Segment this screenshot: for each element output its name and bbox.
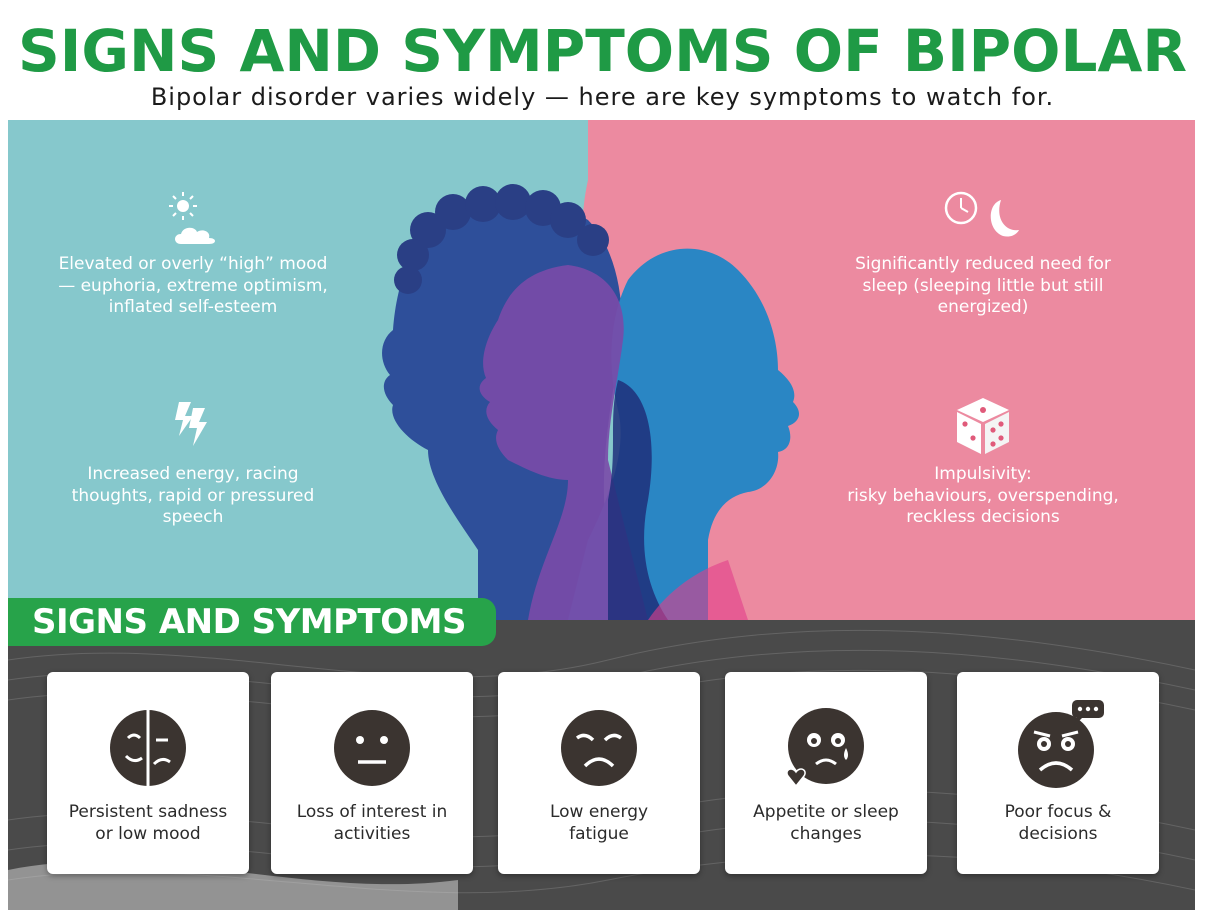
tired-face-icon	[561, 710, 637, 786]
symptom-impulsivity: Impulsivity: risky behaviours, overspend…	[818, 396, 1148, 529]
crying-face-icon	[786, 708, 864, 788]
profile-purple	[479, 265, 648, 620]
card-label: Poor focus &decisions	[1004, 802, 1112, 844]
curly-hair	[394, 184, 609, 294]
split-face-icon	[110, 700, 186, 790]
symptom-reduced-sleep: Significantly reduced need for sleep (sl…	[818, 190, 1148, 319]
shoulder-overlap	[608, 380, 668, 620]
pink-accent	[648, 560, 748, 620]
section-heading: SIGNS AND SYMPTOMS	[32, 602, 466, 642]
symptom-increased-energy: Increased energy, racing thoughts, rapid…	[28, 402, 358, 529]
anxious-face-icon	[1018, 700, 1104, 788]
dice-icon	[957, 398, 1009, 454]
hero-illustration: Elevated or overly “high” mood — euphori…	[8, 120, 1195, 620]
symptom-card-poor-focus: Poor focus &decisions	[957, 672, 1159, 874]
lightning-icon	[175, 402, 207, 446]
page-title: SIGNS AND SYMPTOMS OF BIPOLAR	[17, 17, 1187, 85]
neutral-face-icon	[334, 710, 410, 786]
clock-moon-icon	[944, 191, 1019, 237]
section-heading-tab: SIGNS AND SYMPTOMS	[8, 598, 496, 646]
symptom-elevated-mood: Elevated or overly “high” mood — euphori…	[28, 190, 358, 319]
sun-cloud-icon	[169, 192, 215, 244]
page-subtitle: Bipolar disorder varies widely — here ar…	[150, 83, 1055, 111]
